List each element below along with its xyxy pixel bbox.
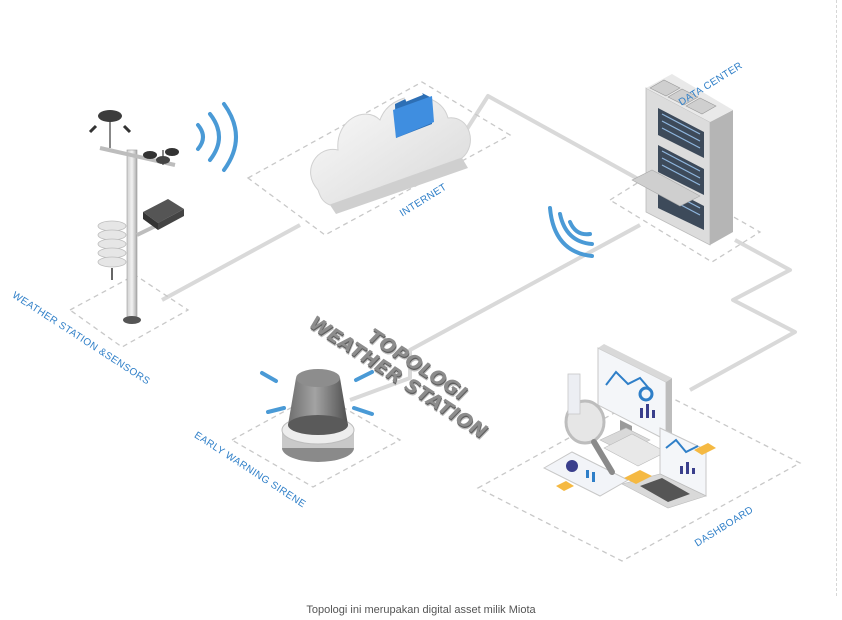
connection-lines [161, 94, 797, 402]
internet-cloud-illustration [310, 89, 471, 214]
datacenter-plate [608, 171, 762, 263]
internet-plate [246, 81, 512, 236]
radiation-shield [97, 220, 127, 268]
dashboard-illustration [542, 344, 716, 509]
node-plates [68, 81, 802, 562]
frame-edge [836, 0, 837, 596]
wifi-signal-icon [196, 102, 238, 172]
link-internet-datacenter [458, 94, 641, 182]
siren-illustration [260, 369, 374, 462]
image-caption: Topologi ini merupakan digital asset mil… [306, 604, 536, 616]
wifi-signal-icon [548, 206, 594, 258]
link-datacenter-dashboard [689, 238, 797, 392]
link-siren-datacenter [349, 223, 641, 402]
rack-right-face [710, 110, 733, 245]
data-center-illustration [548, 74, 733, 258]
topology-canvas [68, 74, 802, 562]
station-pole [126, 149, 138, 321]
siren-plate [230, 392, 402, 488]
keyboard-tray [631, 169, 701, 207]
siren-light-rays [260, 370, 374, 416]
link-weather-internet [161, 223, 301, 302]
folder-icon [393, 89, 434, 138]
topology-diagram: WEATHER STATION &SENSORS INTERNET DATA C… [10, 60, 802, 562]
weather-plate [68, 274, 190, 348]
weather-station-illustration [88, 102, 238, 324]
